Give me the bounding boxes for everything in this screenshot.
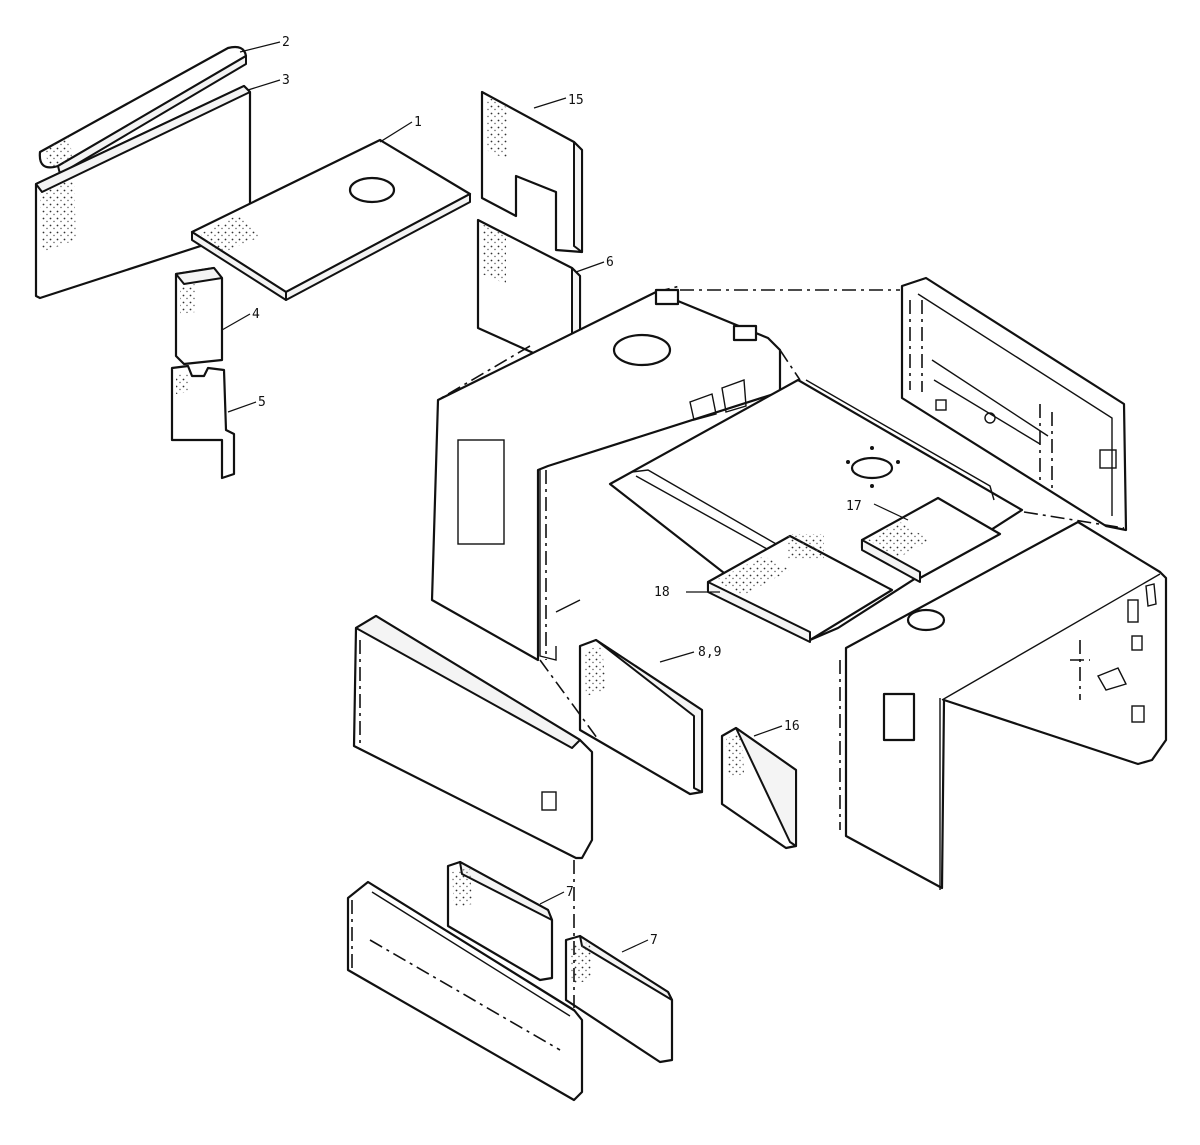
callout-labels: 2 3 1 15 6 4 5 17 18 8,9 16 7 7 [252, 35, 862, 948]
callout-3: 3 [282, 73, 290, 88]
rear-panel [900, 276, 1128, 532]
main-housing-right [844, 520, 1168, 890]
callout-4: 4 [252, 307, 260, 322]
part-4-block [174, 266, 224, 366]
callout-1: 1 [414, 115, 422, 130]
front-door-panel [352, 614, 594, 860]
main-housing-left [430, 285, 782, 662]
leader-lines [221, 41, 909, 953]
part-16-panel [720, 726, 798, 850]
callout-6: 6 [606, 255, 614, 270]
callout-5: 5 [258, 395, 266, 410]
part-1-top-plate [190, 138, 472, 301]
callout-7-a: 7 [566, 885, 574, 900]
alignment-lines [351, 289, 1125, 1008]
callout-8-9: 8,9 [698, 645, 721, 660]
part-18-pad [706, 534, 894, 643]
part-7-panel-a [446, 860, 554, 982]
part-5-notched-block [170, 364, 236, 480]
callout-2: 2 [282, 35, 290, 50]
callout-16: 16 [784, 719, 800, 734]
part-15-cutout-panel [480, 90, 584, 254]
part-2-strip [38, 45, 248, 175]
callout-15: 15 [568, 93, 584, 108]
part-8-9-panel [578, 638, 704, 796]
callout-7-b: 7 [650, 933, 658, 948]
callout-18: 18 [654, 585, 670, 600]
part-7-panel-b [564, 934, 674, 1064]
lower-door-panel [346, 880, 584, 1102]
callout-17: 17 [846, 499, 862, 514]
part-3-panel [34, 84, 252, 300]
part-17-pad [860, 496, 1002, 583]
